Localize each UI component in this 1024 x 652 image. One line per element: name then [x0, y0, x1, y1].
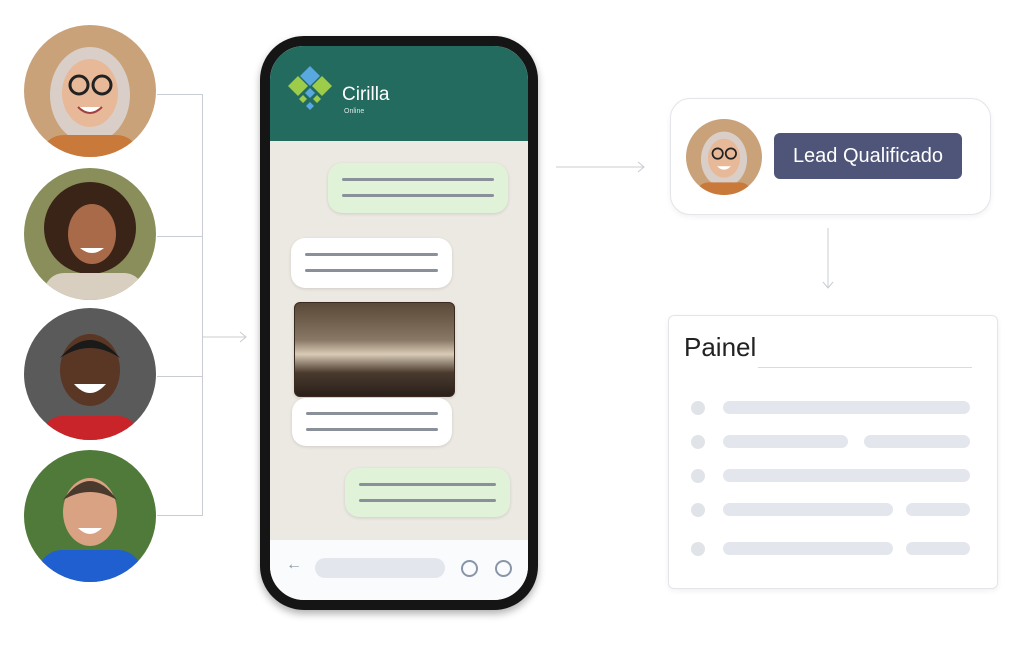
row-bar [723, 542, 893, 555]
person-icon [24, 168, 156, 300]
row-dot [691, 542, 705, 556]
message-bubble-incoming [291, 238, 452, 288]
contact-avatar-2 [24, 168, 156, 300]
circle-button-icon[interactable] [495, 560, 512, 577]
connector-line [157, 94, 202, 95]
connector-line [157, 515, 202, 516]
person-icon [24, 308, 156, 440]
divider [758, 367, 972, 368]
row-dot [691, 435, 705, 449]
message-bubble-outgoing [328, 163, 508, 213]
image-message[interactable] [294, 302, 455, 397]
person-icon [24, 450, 156, 582]
connector-line [157, 236, 202, 237]
row-bar [723, 503, 893, 516]
back-arrow-icon[interactable]: ← [286, 556, 302, 573]
arrow-right-icon [556, 161, 645, 173]
contact-avatar-3 [24, 308, 156, 440]
chat-header: Cirilla Online [270, 46, 528, 141]
lead-qualified-badge[interactable]: Lead Qualificado [774, 133, 962, 179]
chat-status: Online [344, 108, 365, 115]
connector-line [157, 376, 202, 377]
contact-avatar-4 [24, 450, 156, 582]
row-dot [691, 401, 705, 415]
row-bar [906, 503, 970, 516]
row-bar [723, 435, 848, 448]
message-bubble-incoming [292, 398, 452, 446]
arrow-right-icon [202, 331, 247, 343]
circle-button-icon[interactable] [461, 560, 478, 577]
dashboard-panel: Painel [668, 315, 998, 589]
person-icon [24, 25, 156, 157]
row-bar [723, 401, 970, 414]
row-bar [723, 469, 970, 482]
person-icon [686, 119, 762, 195]
chat-contact-name: Cirilla [342, 84, 390, 105]
row-bar [906, 542, 970, 555]
lead-avatar [686, 119, 762, 195]
row-dot [691, 469, 705, 483]
lead-card: Lead Qualificado [670, 98, 991, 215]
arrow-down-icon [822, 228, 834, 289]
panel-title: Painel [684, 332, 757, 362]
message-input[interactable] [315, 558, 445, 578]
phone-mockup: Cirilla Online ← [260, 36, 538, 610]
message-bubble-outgoing [345, 468, 510, 517]
contact-avatar-1 [24, 25, 156, 157]
row-bar [864, 435, 970, 448]
cirilla-logo-icon [288, 66, 332, 110]
connector-line [202, 94, 203, 516]
chat-input-bar: ← [270, 540, 528, 600]
row-dot [691, 503, 705, 517]
